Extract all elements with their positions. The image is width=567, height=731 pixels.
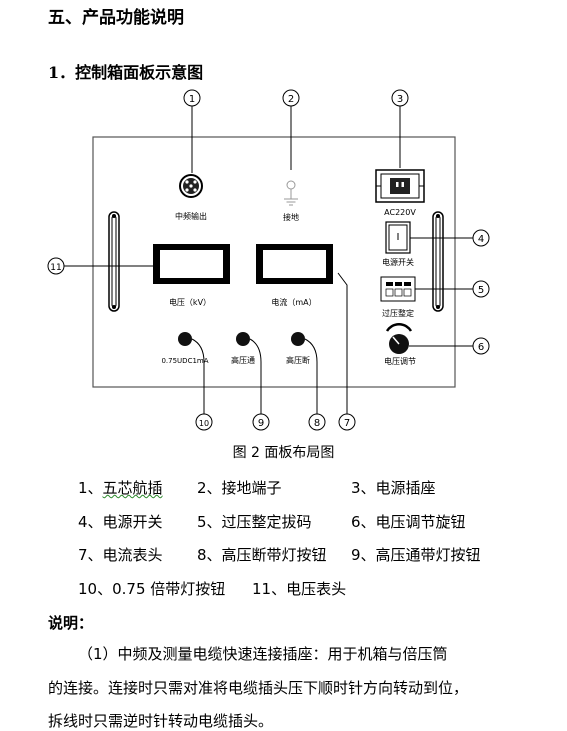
callout-11: 11: [47, 257, 153, 275]
svg-text:6: 6: [478, 342, 484, 353]
callout-4: 4: [410, 229, 490, 247]
knob-icon: [385, 322, 413, 354]
current-meter: [256, 244, 333, 284]
svg-text:9: 9: [258, 418, 264, 429]
power-socket-icon: [375, 169, 425, 203]
button-hv-off: [291, 332, 305, 346]
legend-item-8: 8、高压断带灯按钮: [197, 546, 327, 564]
legend-item-1: 1、五芯航插: [78, 479, 163, 497]
label-075: 0.75UDC1mA: [161, 357, 208, 365]
legend-item-7: 7、电流表头: [78, 546, 163, 564]
description-heading: 说明：: [48, 614, 94, 632]
description-line-2: 的连接。连接时只需对准将电缆插头压下顺时针方向转动到位，: [48, 679, 469, 697]
callout-5: 5: [415, 280, 490, 298]
description-line-3: 拆线时只需逆时针转动电缆插头。: [48, 712, 274, 730]
svg-text:8: 8: [314, 418, 320, 429]
callout-2: 2: [282, 89, 300, 170]
legend-item-10: 10、0.75 倍带灯按钮: [78, 580, 226, 598]
description-line-1: （1）中频及测量电缆快速连接插座：用于机箱与倍压筒: [78, 645, 448, 663]
legend-item-3: 3、电源插座: [351, 479, 436, 497]
label-ac220: AC220V: [384, 208, 416, 217]
left-handle: [108, 211, 120, 312]
voltage-meter: [153, 244, 230, 284]
label-hv-off: 高压断: [286, 355, 310, 365]
callout-3: 3: [391, 89, 409, 168]
button-075: [178, 332, 192, 346]
legend-item-9: 9、高压通带灯按钮: [351, 546, 481, 564]
svg-text:11: 11: [50, 263, 61, 273]
callout-1: 1: [183, 89, 201, 173]
label-overvoltage: 过压整定: [382, 308, 414, 318]
panel-diagram: 1 2 3 中频输出 接地 AC220V: [47, 89, 490, 431]
legend-item-6: 6、电压调节旋钮: [351, 513, 466, 531]
button-hv-on: [236, 332, 250, 346]
label-hv-on: 高压通: [231, 355, 255, 365]
label-jiedi: 接地: [283, 212, 299, 222]
svg-text:10: 10: [199, 419, 209, 428]
right-handle: [432, 211, 444, 312]
power-switch-icon: [385, 221, 411, 254]
svg-text:3: 3: [397, 94, 403, 105]
section-title: 五、产品功能说明: [48, 8, 184, 28]
callout-6: 6: [409, 337, 490, 355]
legend-item-11: 11、电压表头: [252, 580, 347, 598]
svg-text:5: 5: [478, 285, 484, 296]
legend-item-4: 4、电源开关: [78, 513, 163, 531]
subsection-title: 1．控制箱面板示意图: [48, 63, 204, 82]
label-voltage-meter: 电压（kV）: [169, 297, 211, 307]
legend-item-2: 2、接地端子: [197, 479, 282, 497]
aviation-socket-icon: [179, 174, 203, 198]
legend-item-5: 5、过压整定拔码: [197, 513, 312, 531]
svg-text:1: 1: [189, 94, 195, 105]
ground-icon: [284, 180, 298, 206]
figure-caption: 图 2 面板布局图: [232, 445, 335, 461]
svg-text:7: 7: [344, 418, 350, 429]
callout-7: 7: [337, 272, 356, 431]
label-current-meter: 电流（mA）: [271, 297, 316, 307]
label-power-switch: 电源开关: [382, 257, 414, 267]
label-voltage-adjust: 电压调节: [384, 356, 416, 366]
callout-9: 9: [249, 338, 270, 431]
svg-text:2: 2: [288, 94, 294, 105]
svg-text:4: 4: [478, 234, 484, 245]
callout-8: 8: [304, 338, 326, 431]
callout-10: 10: [191, 338, 213, 431]
label-zhongpin: 中频输出: [175, 211, 207, 221]
dip-switch-icon: [380, 276, 416, 302]
